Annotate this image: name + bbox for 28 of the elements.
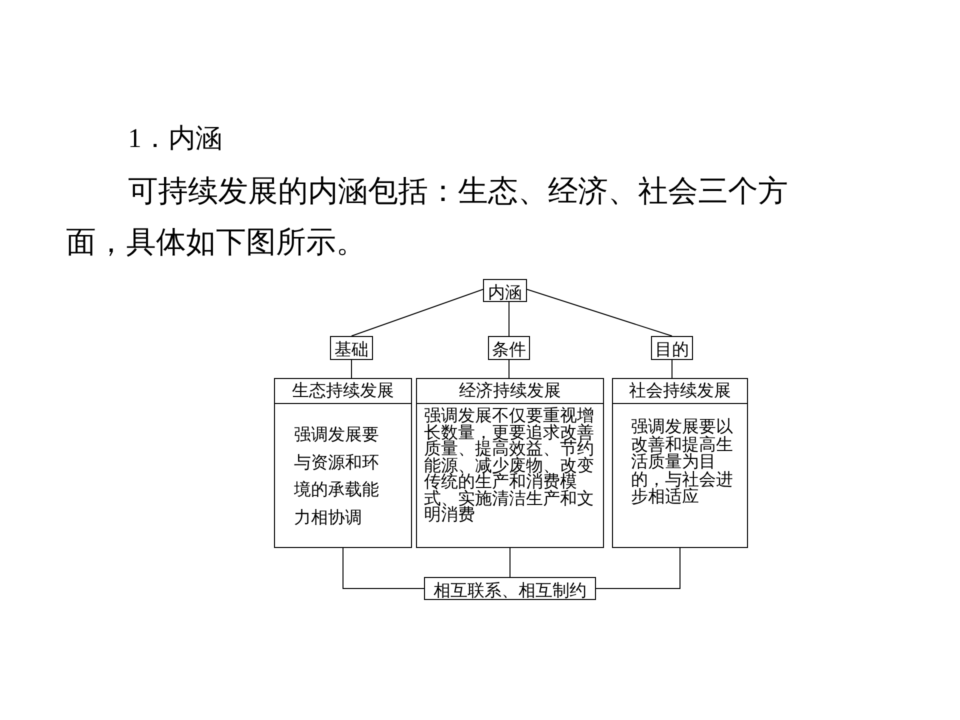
category-box	[612, 378, 748, 548]
box-label: 目的	[655, 339, 689, 361]
category-box	[416, 378, 604, 548]
box-text: 强调发展不仅要重视增长数量，更要追求改善质量、提高效益、节约能源、减少废物、改变传统的生产和消费模式、实施清洁生产和文明消费	[424, 408, 594, 524]
connector-line	[351, 288, 484, 336]
category-box	[274, 378, 412, 548]
box-label: 内涵	[488, 282, 522, 304]
label-box	[483, 279, 527, 302]
label-box	[651, 336, 693, 360]
box-heading: 经济持续发展	[417, 379, 603, 404]
paragraph: 可持续发展的内涵包括：生态、经济、社会三个方面，具体如下图所示。	[66, 174, 789, 261]
box-label: 条件	[492, 339, 526, 361]
box-label: 基础	[334, 339, 368, 361]
box-text: 强调发展要以改善和提高生活质量为目的，与社会进步相适应	[631, 418, 733, 506]
connector-line	[508, 302, 510, 336]
box-label: 相互联系、相互制约	[434, 580, 586, 602]
heading: 1．内涵	[128, 122, 222, 155]
label-box	[488, 336, 530, 360]
connector-line	[596, 548, 680, 589]
connector-line	[508, 360, 510, 378]
label-box	[424, 577, 596, 600]
connector-line	[342, 548, 424, 589]
box-heading: 社会持续发展	[613, 379, 747, 404]
box-text: 强调发展要与资源和环境的承载能力相协调	[294, 424, 379, 528]
box-heading: 生态持续发展	[275, 379, 411, 404]
label-box	[330, 336, 373, 360]
connector-line	[526, 288, 672, 336]
connector-line	[351, 360, 352, 378]
